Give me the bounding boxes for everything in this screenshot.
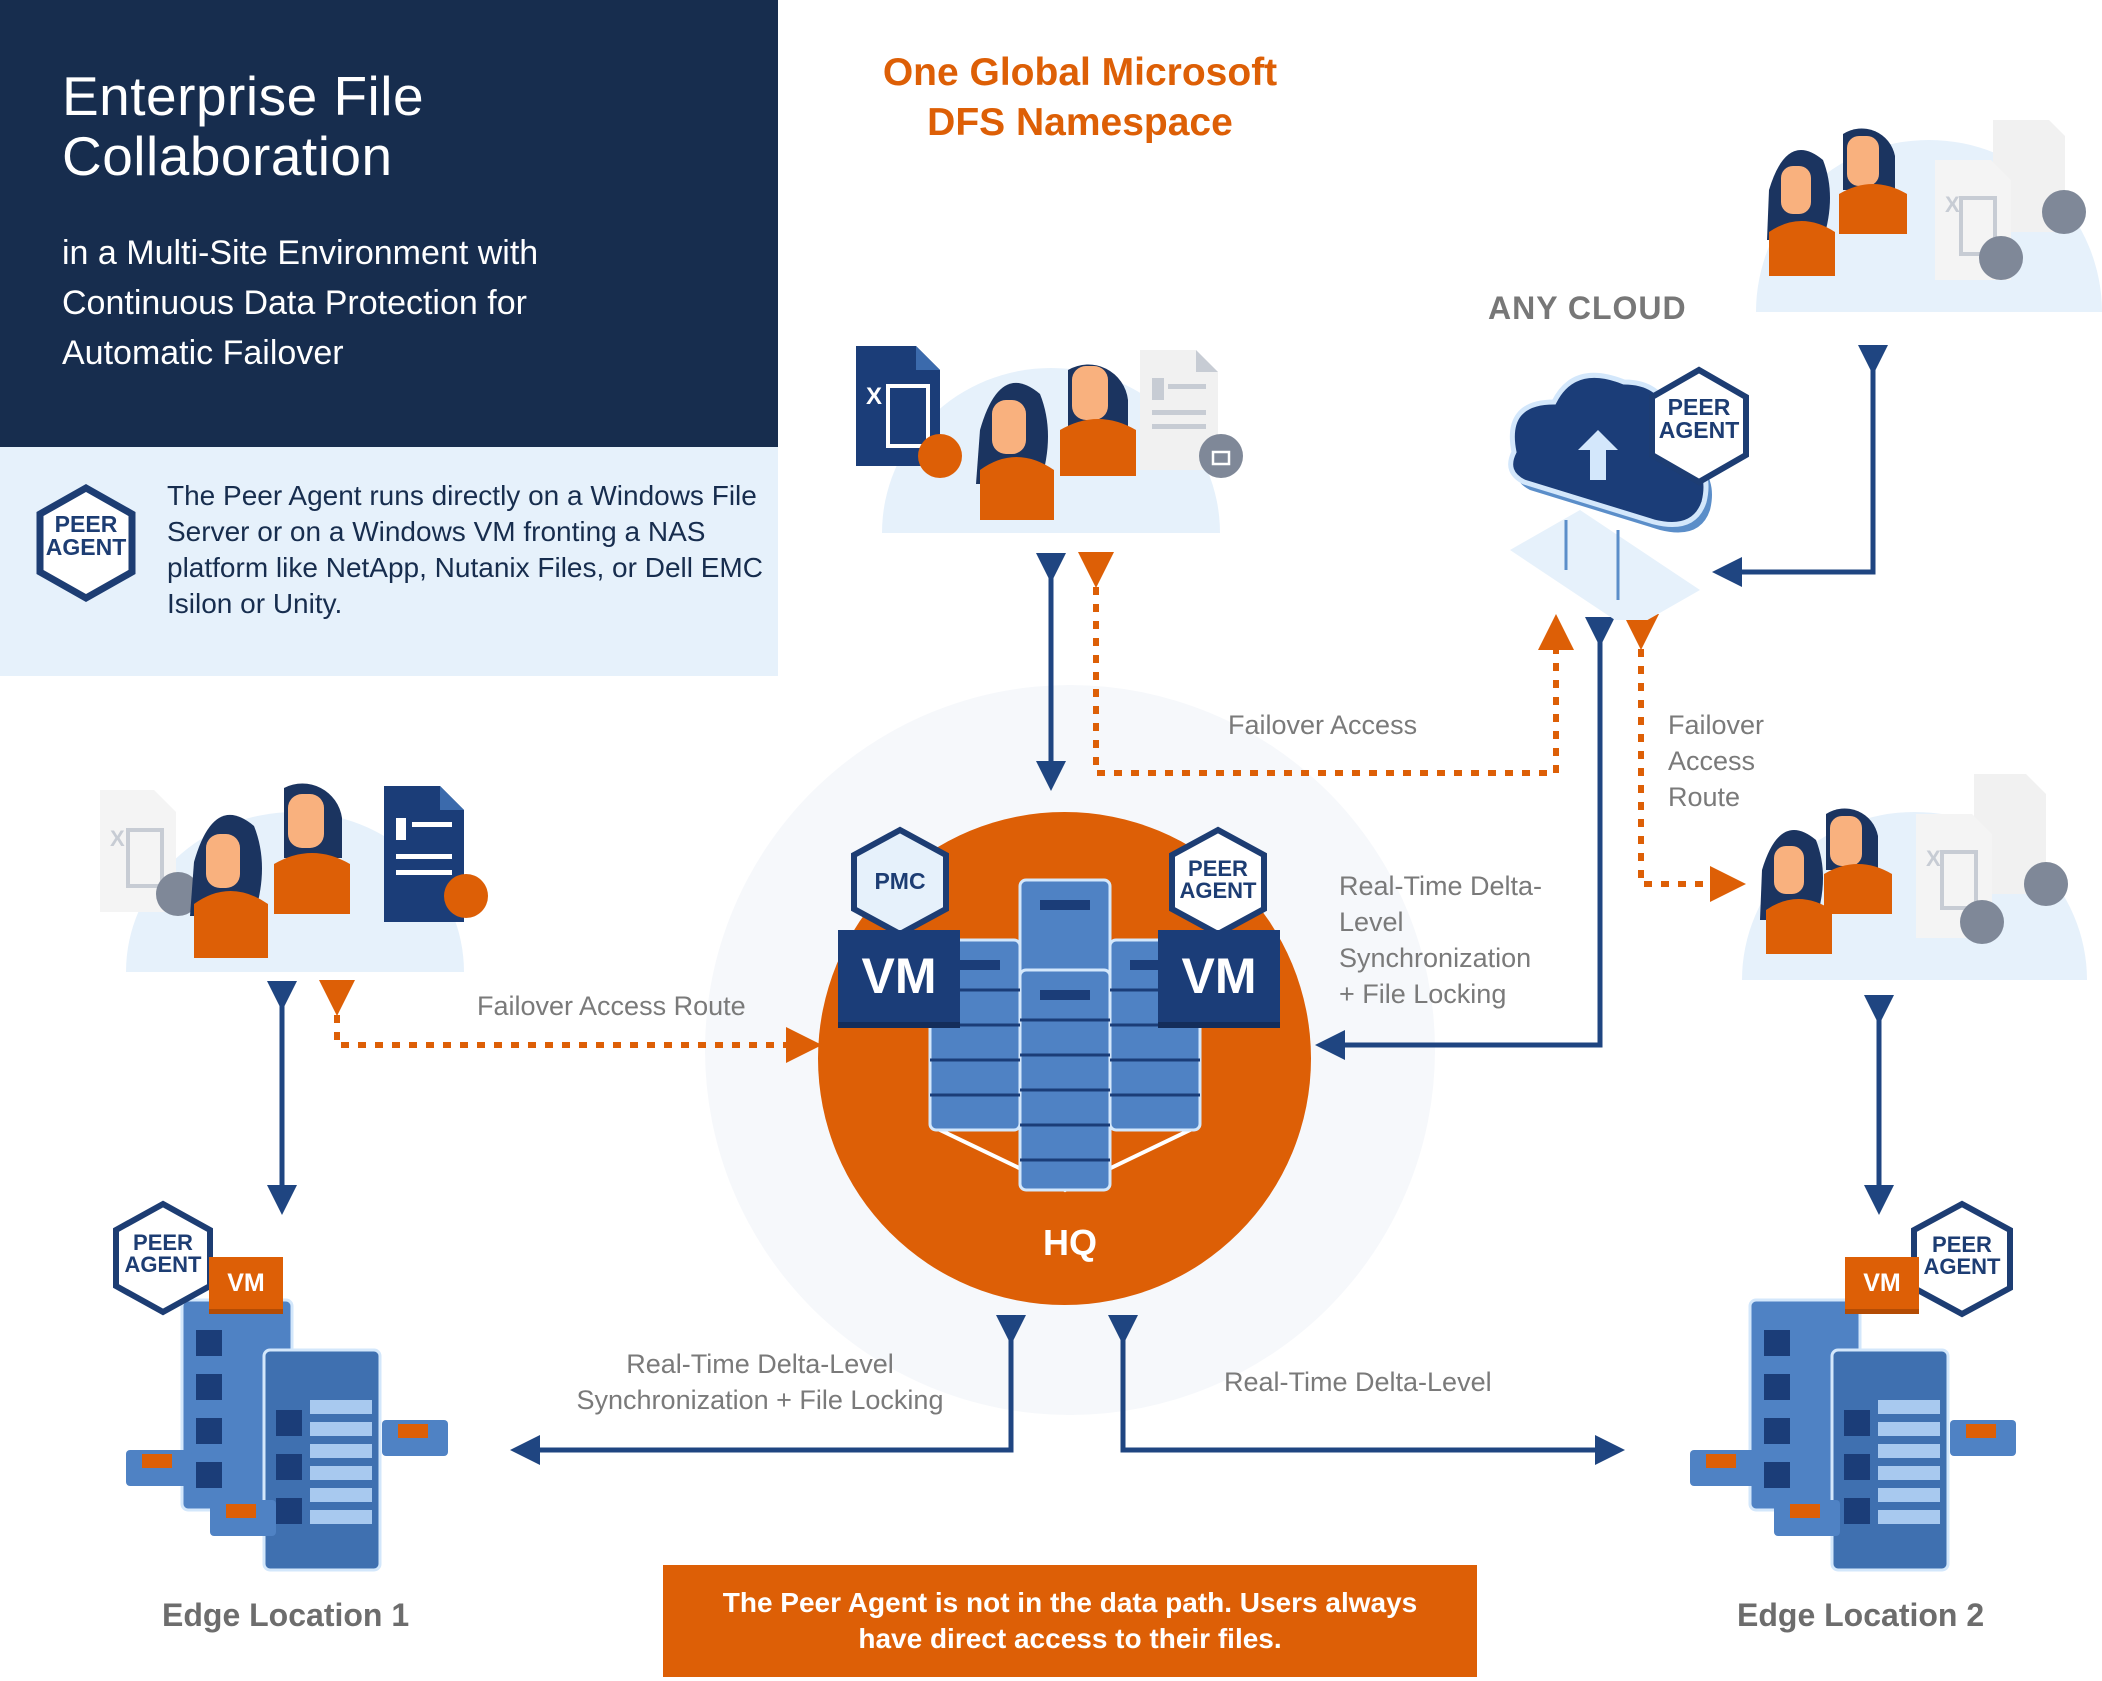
spreadsheet-file-icon: X [856, 346, 940, 466]
users-icon [976, 364, 1136, 520]
title-line: Collaboration [62, 125, 393, 187]
badge-line: PEER [1932, 1232, 1992, 1257]
edge2-label: Edge Location 2 [1737, 1597, 1985, 1633]
subtitle-line: Continuous Data Protection for [62, 284, 527, 322]
page-title: Enterprise File Collaboration [62, 66, 424, 186]
failover-access-route-left-label: Failover Access Route [477, 991, 746, 1021]
sync-bottom-left-label: Real-Time Delta-Level Synchronization + … [560, 1346, 960, 1418]
lock-icon [2024, 862, 2068, 906]
peer-agent-hex-icon [36, 483, 136, 603]
edge2-badge-label: PEER AGENT [1910, 1234, 2014, 1278]
lock-icon [1960, 900, 2004, 944]
title-panel [0, 0, 778, 447]
lock-icon [1199, 434, 1243, 478]
namespace-line: One Global Microsoft [882, 51, 1278, 94]
users-icon [190, 783, 350, 958]
switch-icon [1774, 1500, 1840, 1536]
edge1-badge-label: PEER AGENT [112, 1232, 214, 1276]
hq-label: HQ [1043, 1222, 1097, 1263]
sync-right-label: Real-Time Delta- Level Synchronization +… [1339, 868, 1542, 1012]
document-file-icon [384, 786, 464, 922]
page-subtitle: in a Multi-Site Environment with Continu… [62, 228, 538, 378]
hq-server-stack-icon [928, 878, 1202, 1193]
hq-vm-right-badge: VM [1158, 930, 1280, 1028]
badge-line: AGENT [1179, 878, 1257, 903]
cloud-peer-agent-hex-icon [1649, 366, 1749, 486]
sync-bottom-right-label: Real-Time Delta-Level [1224, 1367, 1492, 1397]
edge2-vm-badge: VM [1845, 1257, 1919, 1314]
edge1-vm-badge: VM [209, 1257, 283, 1314]
switch-icon [126, 1450, 192, 1486]
sync-path-cloud-hq [1315, 617, 1615, 1060]
users-icon [1767, 128, 1907, 276]
badge-line: PEER [1188, 856, 1248, 881]
svg-text:X: X [1926, 846, 1941, 871]
sync-path-topright-cloud [1712, 345, 1888, 587]
badge-line: PEER [54, 511, 118, 537]
label-line: Failover [1668, 710, 1765, 740]
info-badge-label: PEER AGENT [34, 513, 138, 559]
note-text: The Peer Agent is not in the data path. … [722, 1587, 1418, 1654]
label-line: Synchronization [1339, 943, 1532, 973]
subtitle-line: Automatic Failover [62, 334, 344, 372]
label-line: + File Locking [1339, 979, 1507, 1009]
edge1-server-icon [126, 1298, 448, 1572]
edge2-server-icon [1690, 1298, 2016, 1572]
switch-icon [382, 1420, 448, 1456]
users-icon [1760, 808, 1892, 954]
svg-text:X: X [1945, 192, 1960, 217]
title-line: Enterprise File [62, 65, 425, 127]
badge-line: AGENT [45, 534, 127, 560]
lock-icon [156, 872, 200, 916]
label-line: Level [1339, 907, 1404, 937]
label-line: Access [1668, 746, 1756, 776]
failover-path-left [319, 980, 822, 1063]
sync-path-hq-edge2 [1108, 1315, 1625, 1465]
user-group-left-illustration: X [100, 783, 488, 958]
lock-icon [1979, 236, 2023, 280]
switch-icon [1950, 1420, 2016, 1456]
user-group-top-right-illustration: X [1767, 120, 2086, 280]
document-file-icon [1140, 350, 1218, 470]
failover-access-label: Failover Access [1228, 710, 1418, 740]
badge-line: PEER [1667, 394, 1731, 420]
user-group-top-center-illustration: X [856, 346, 1243, 520]
edge2-peer-agent-hex-icon [1911, 1200, 2013, 1318]
label-line: Route [1668, 782, 1741, 812]
edge1-peer-agent-hex-icon [113, 1200, 213, 1316]
badge-line: AGENT [1658, 417, 1740, 443]
cloud-badge-label: PEER AGENT [1646, 396, 1752, 442]
svg-text:X: X [110, 826, 125, 851]
user-group-right-illustration: X [1760, 774, 2068, 954]
lock-icon [2042, 190, 2086, 234]
switch-icon [1690, 1450, 1756, 1486]
hq-vm-left-badge: VM [838, 930, 960, 1028]
switch-icon [210, 1500, 276, 1536]
spreadsheet-file-icon [100, 790, 176, 912]
edit-icon [918, 434, 962, 478]
hq-peer-badge-label: PEER AGENT [1168, 858, 1268, 902]
svg-text:X: X [866, 383, 882, 410]
failover-access-route-right-label: Failover Access Route [1668, 707, 1764, 815]
namespace-title: One Global Microsoft DFS Namespace [820, 48, 1340, 148]
note-banner: The Peer Agent is not in the data path. … [663, 1565, 1477, 1677]
edit-icon [444, 874, 488, 918]
info-text: The Peer Agent runs directly on a Window… [167, 480, 763, 619]
badge-line: AGENT [124, 1252, 202, 1277]
pmc-badge-label: PMC [874, 868, 926, 894]
namespace-line: DFS Namespace [927, 101, 1233, 144]
any-cloud-title: ANY CLOUD [1488, 290, 1687, 326]
badge-line: AGENT [1923, 1254, 2001, 1279]
label-line: Real-Time Delta-Level [626, 1349, 894, 1379]
badge-line: PEER [133, 1230, 193, 1255]
sync-path-hq-edge1 [510, 1315, 1026, 1465]
edge1-label: Edge Location 1 [162, 1597, 410, 1633]
label-line: Synchronization + File Locking [576, 1385, 944, 1415]
failover-path-right [1623, 614, 1746, 902]
label-line: Real-Time Delta- [1339, 871, 1543, 901]
subtitle-line: in a Multi-Site Environment with [62, 234, 539, 272]
